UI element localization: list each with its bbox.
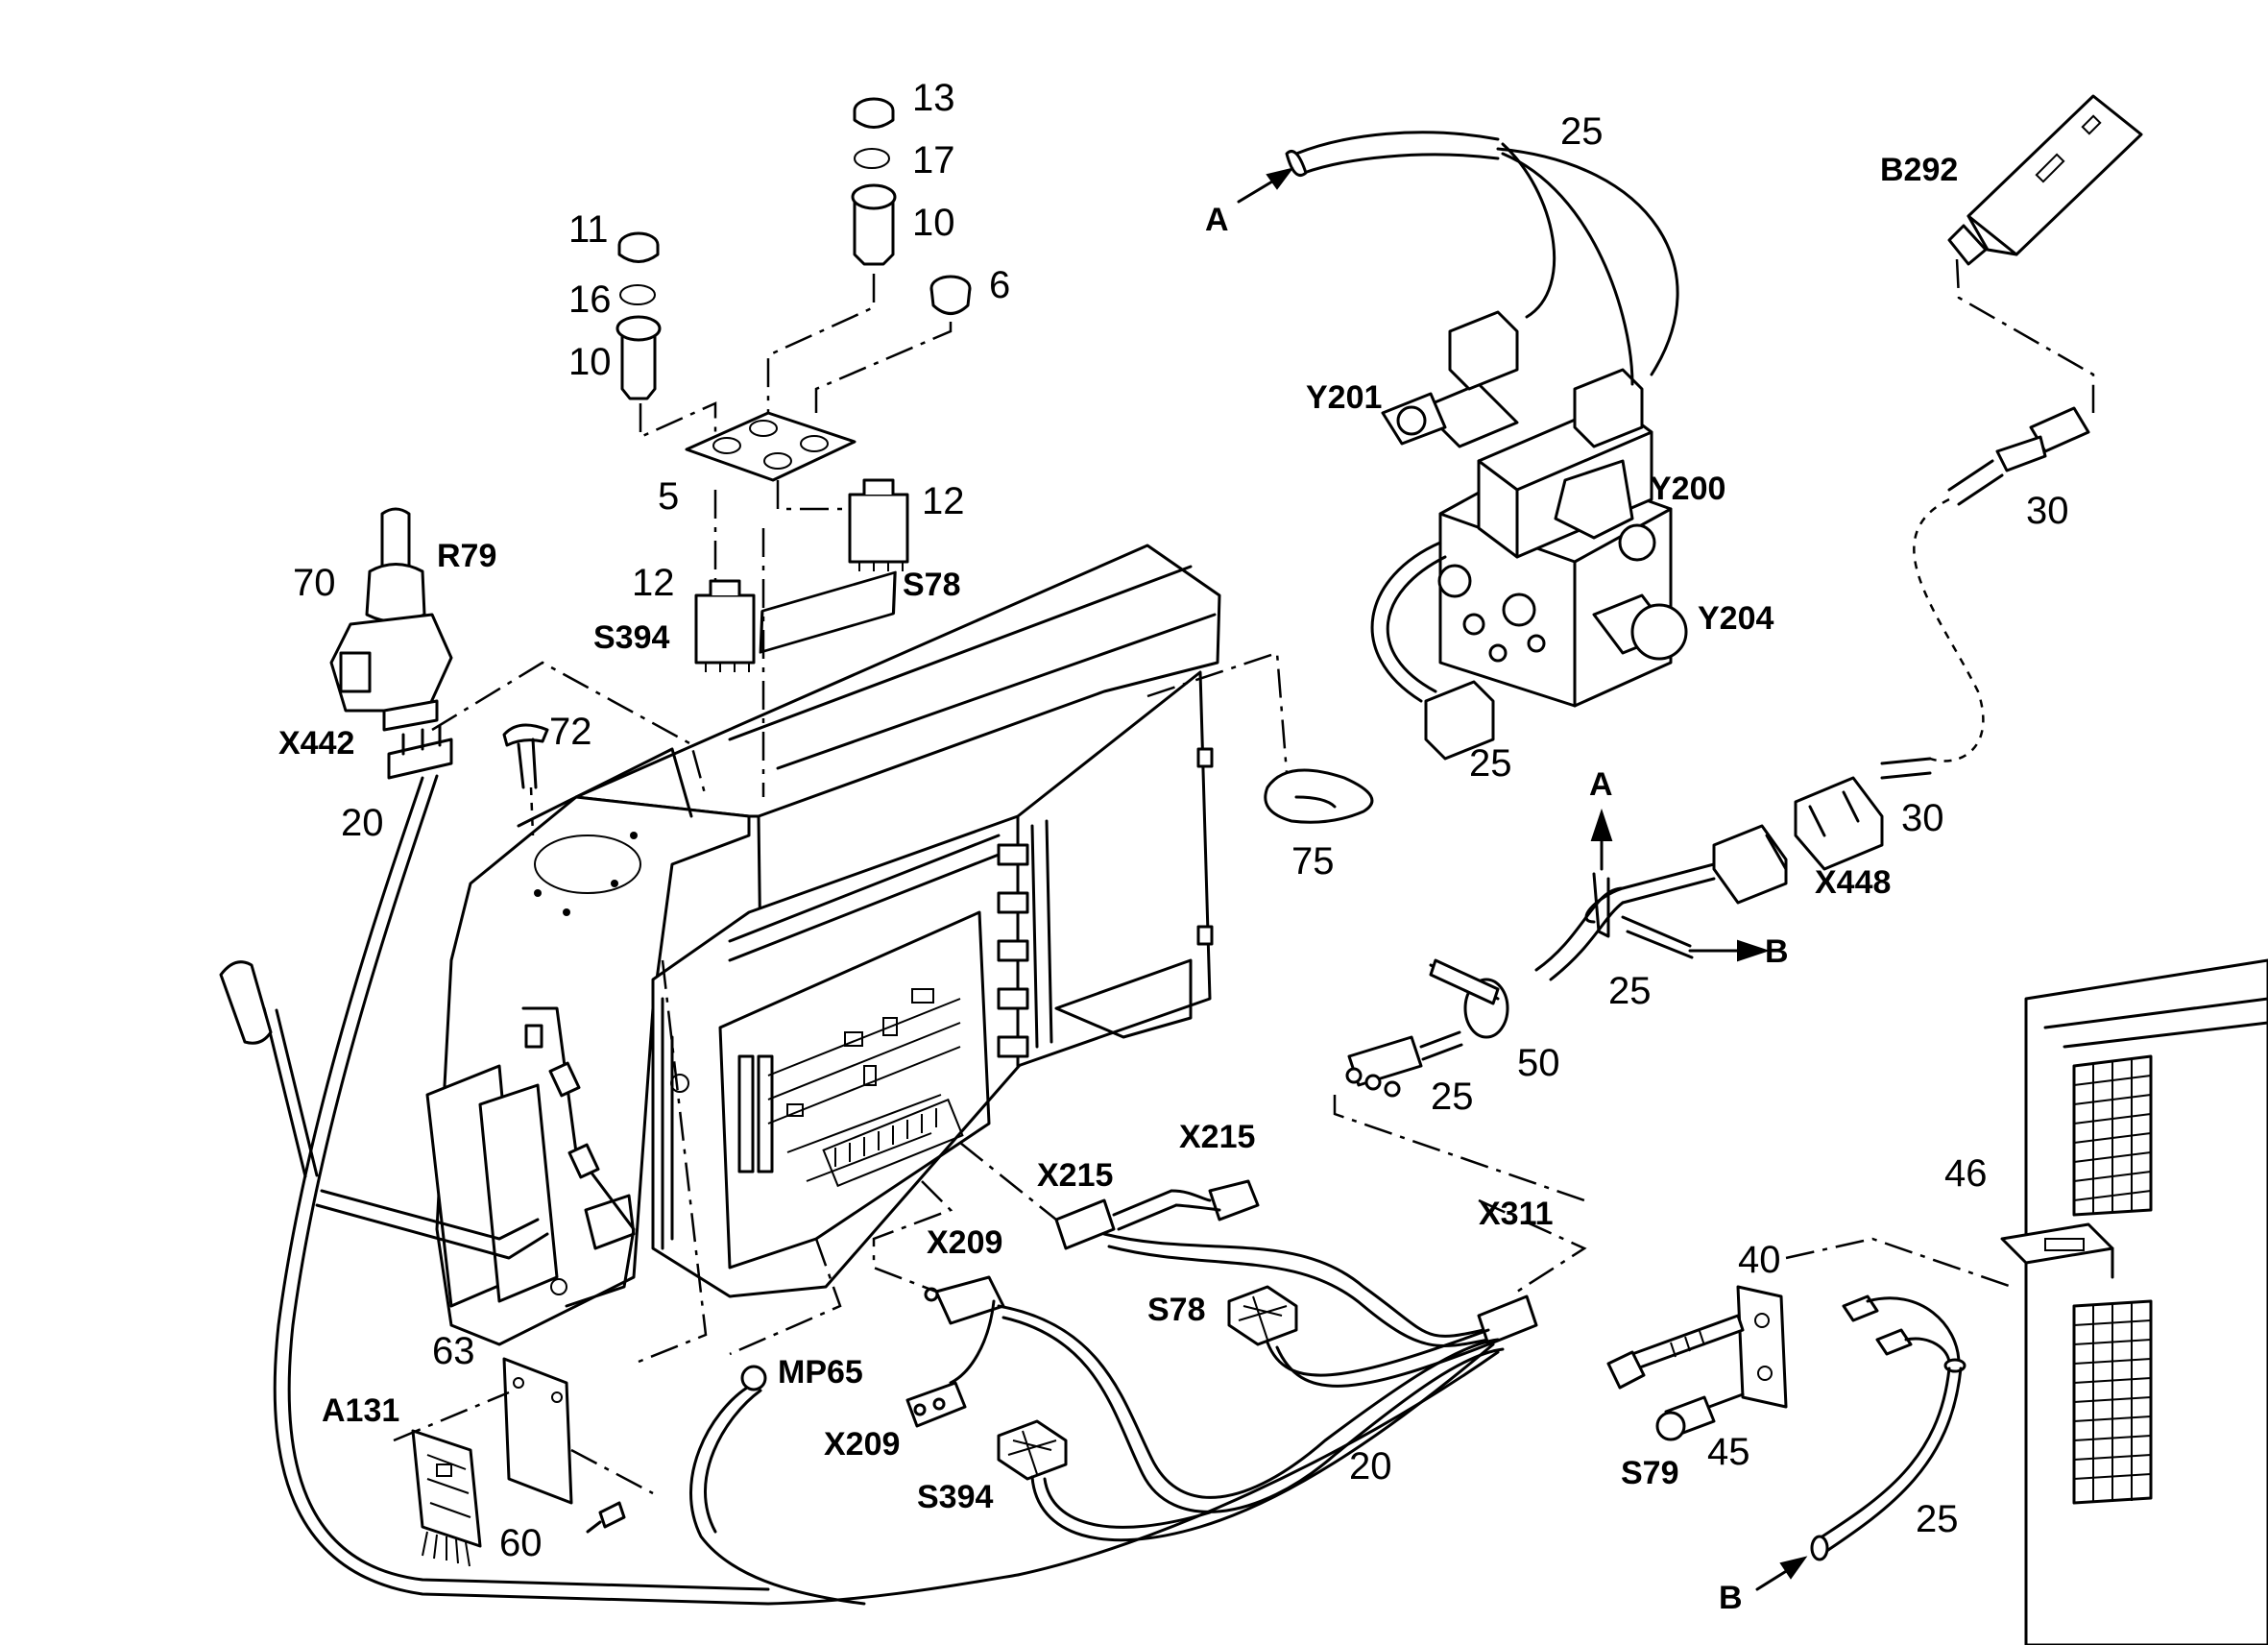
callout-63: 63 bbox=[432, 1330, 475, 1372]
label-arrow-a-mid: A bbox=[1589, 766, 1613, 803]
callout-11: 11 bbox=[568, 208, 609, 251]
callout-50: 50 bbox=[1517, 1042, 1560, 1084]
label-b292: B292 bbox=[1880, 152, 1958, 188]
label-s79: S79 bbox=[1621, 1455, 1679, 1491]
switch-plate-assembly bbox=[615, 97, 972, 797]
label-s394-top: S394 bbox=[593, 619, 669, 656]
label-s78-harness: S78 bbox=[1147, 1292, 1206, 1328]
label-x209-upper: X209 bbox=[927, 1224, 1002, 1261]
label-x311: X311 bbox=[1479, 1196, 1554, 1232]
label-x215-lower: X215 bbox=[1037, 1157, 1113, 1194]
board-a131 bbox=[393, 1357, 654, 1567]
label-a131: A131 bbox=[322, 1392, 399, 1429]
callout-12-right: 12 bbox=[922, 480, 965, 522]
callout-20-harness: 20 bbox=[1349, 1445, 1392, 1488]
label-arrow-b-bottom: B bbox=[1719, 1580, 1743, 1616]
callout-46: 46 bbox=[1944, 1152, 1988, 1195]
callout-10-lower: 10 bbox=[568, 341, 612, 383]
label-y204: Y204 bbox=[1698, 600, 1773, 637]
callout-75: 75 bbox=[1291, 840, 1335, 883]
callout-70: 70 bbox=[293, 562, 336, 604]
label-mp65: MP65 bbox=[778, 1354, 863, 1391]
callout-13: 13 bbox=[912, 77, 955, 119]
callout-17: 17 bbox=[912, 139, 955, 181]
callout-6: 6 bbox=[989, 264, 1010, 306]
washer-75 bbox=[1146, 651, 1374, 824]
callout-72: 72 bbox=[549, 711, 592, 753]
label-s78-top: S78 bbox=[903, 567, 961, 603]
screw-72 bbox=[502, 723, 549, 836]
callout-25-plug: 25 bbox=[1431, 1076, 1474, 1118]
label-arrow-a-top: A bbox=[1205, 202, 1229, 238]
label-r79: R79 bbox=[437, 538, 496, 574]
callout-10-upper: 10 bbox=[912, 202, 955, 244]
control-box-housing bbox=[219, 544, 1221, 1346]
callout-labels: 13 17 10 11 16 10 6 5 12 S78 12 S394 70 … bbox=[278, 77, 2069, 1616]
side-panel bbox=[1606, 958, 2268, 1645]
callout-40: 40 bbox=[1738, 1239, 1781, 1281]
callout-5: 5 bbox=[658, 475, 679, 518]
callout-30-top: 30 bbox=[2026, 490, 2069, 532]
cable-tie-50 bbox=[1333, 958, 1585, 1202]
label-x215-upper: X215 bbox=[1179, 1119, 1255, 1155]
label-x442: X442 bbox=[278, 725, 354, 762]
joystick-r79 bbox=[273, 507, 1020, 1606]
valve-block bbox=[1237, 131, 1688, 761]
callout-25-split: 25 bbox=[1608, 970, 1652, 1012]
sensor-b292 bbox=[1880, 94, 2143, 780]
label-x209-lower: X209 bbox=[824, 1426, 900, 1463]
label-s394-harness: S394 bbox=[917, 1479, 993, 1515]
callout-16: 16 bbox=[568, 278, 612, 321]
label-x448: X448 bbox=[1815, 864, 1891, 901]
label-y200: Y200 bbox=[1650, 471, 1725, 507]
callout-60: 60 bbox=[499, 1522, 543, 1564]
callout-45: 45 bbox=[1707, 1431, 1750, 1473]
label-arrow-b-mid: B bbox=[1765, 933, 1789, 970]
callout-25-top: 25 bbox=[1560, 110, 1604, 153]
label-y201: Y201 bbox=[1306, 379, 1382, 416]
callout-20-left: 20 bbox=[341, 802, 384, 844]
wiring-harness bbox=[633, 959, 1587, 1606]
callout-25-bottom: 25 bbox=[1916, 1498, 1959, 1540]
callout-30-mid: 30 bbox=[1901, 797, 1944, 839]
callout-12-left: 12 bbox=[632, 562, 675, 604]
connector-x448 bbox=[1534, 776, 1884, 981]
callout-25-valve: 25 bbox=[1469, 742, 1512, 785]
